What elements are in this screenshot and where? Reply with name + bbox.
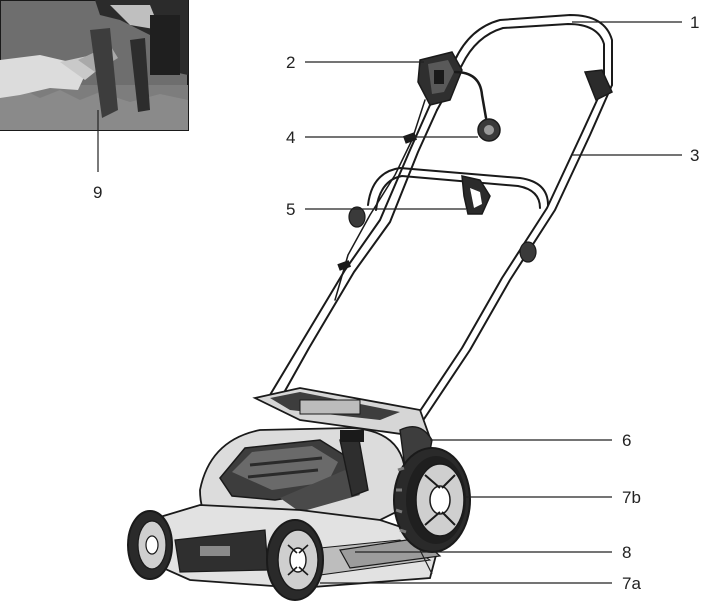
callout-4: 4 [286,128,295,147]
callout-9: 9 [93,183,102,202]
front-right-wheel [267,520,323,600]
callout-8: 8 [622,543,631,562]
callout-7b: 7b [622,488,641,507]
cable-hook [462,176,490,214]
callout-2: 2 [286,53,295,72]
front-left-wheel [128,511,172,579]
callout-6: 6 [622,431,631,450]
callout-5: 5 [286,200,295,219]
lawn-mower [128,15,612,600]
callout-3: 3 [690,146,699,165]
rear-wheel [394,448,470,552]
inset-photo [0,0,188,130]
callout-1: 1 [690,13,699,32]
switch-box [418,52,462,105]
cable-plug [478,119,500,141]
power-cable [455,72,486,118]
callout-7a: 7a [622,574,641,593]
